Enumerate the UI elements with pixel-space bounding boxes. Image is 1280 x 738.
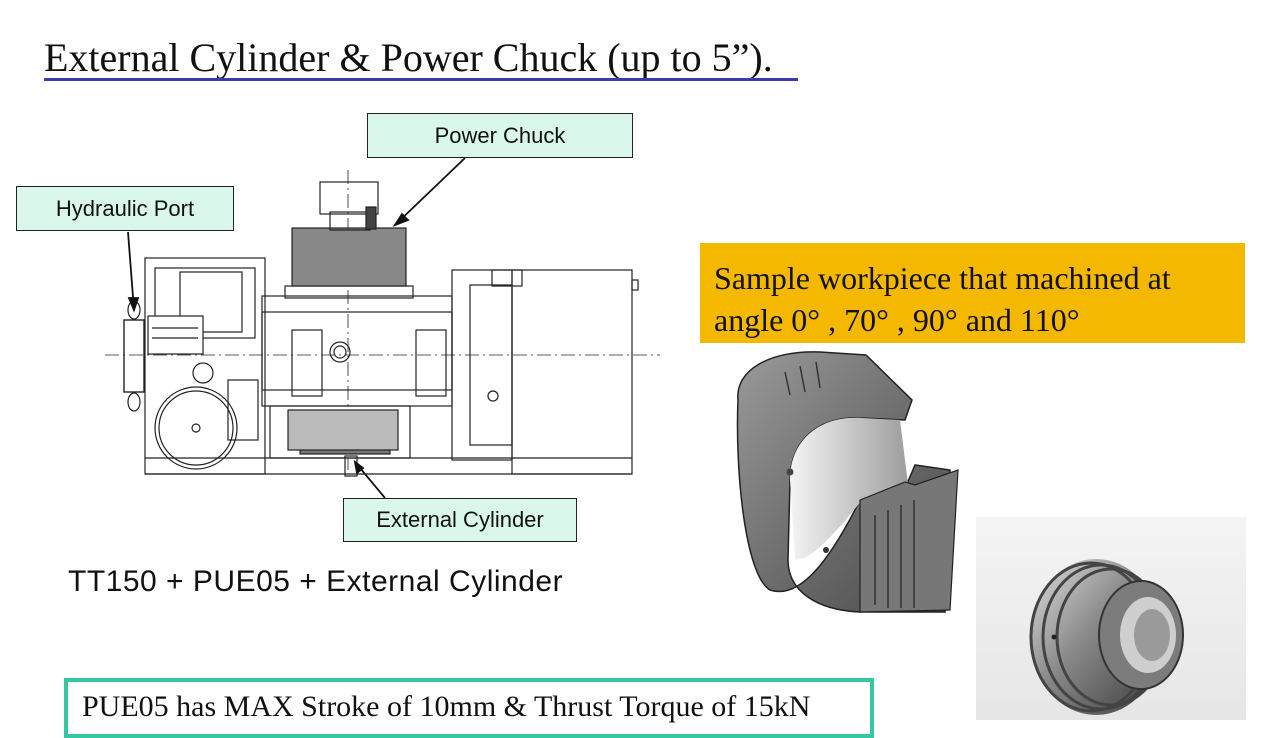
finished-workpiece-photo [976,517,1246,720]
slide-title: External Cylinder & Power Chuck (up to 5… [44,35,773,80]
model-caption: TT150 + PUE05 + External Cylinder [68,565,564,598]
power-chuck-label: Power Chuck [367,113,633,158]
sample-workpiece-note: Sample workpiece that machined at angle … [700,243,1245,343]
external-cylinder-label: External Cylinder [343,498,577,542]
hydraulic-port-label: Hydraulic Port [16,186,234,231]
workpiece-photo-render [1029,559,1184,715]
stroke-spec-note: PUE05 has MAX Stroke of 10mm & Thrust To… [64,678,874,738]
workpiece-cutaway-image [736,351,959,613]
technical-drawing [105,157,660,499]
title-underline [44,78,798,81]
